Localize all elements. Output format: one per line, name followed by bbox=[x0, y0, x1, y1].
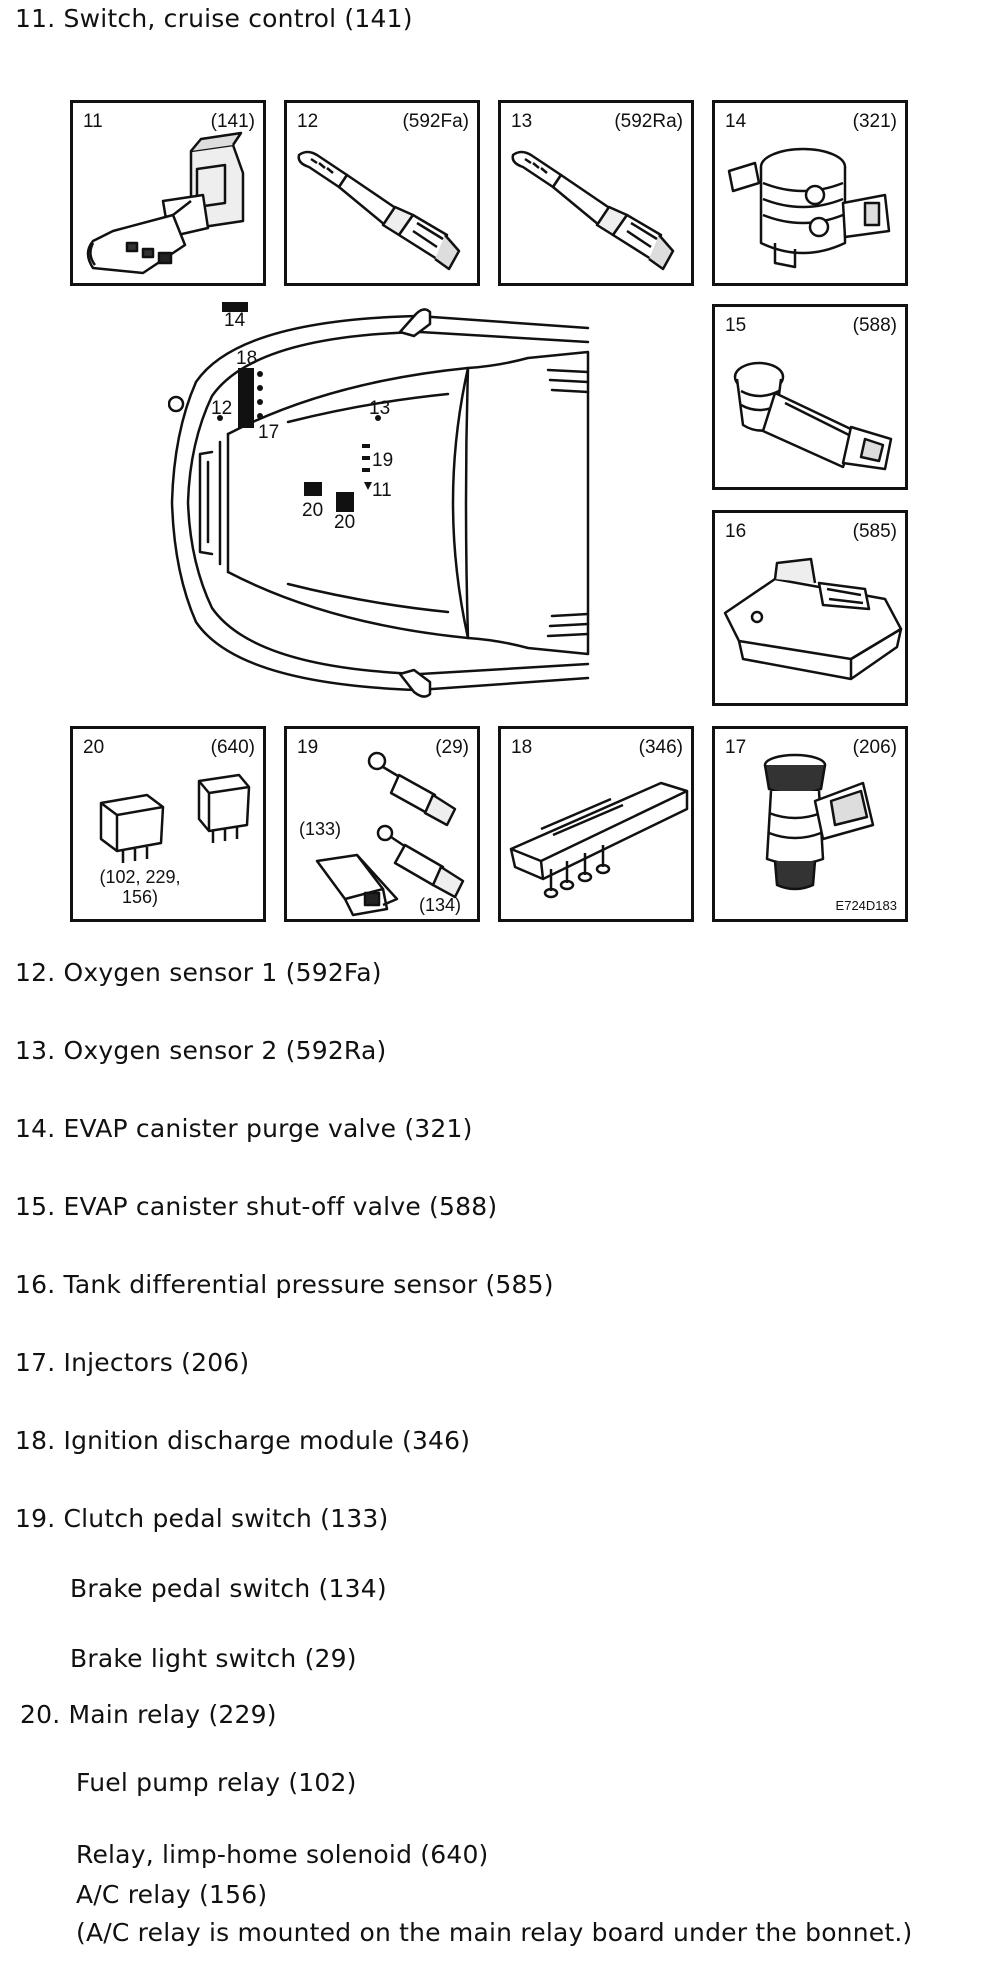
panel-16-pressure-sensor: 16 (585) bbox=[712, 510, 908, 706]
pressure-sensor-illustration bbox=[723, 557, 903, 681]
panel-11-cruise-switch: 11 (141) bbox=[70, 100, 266, 286]
panel-number: 19 bbox=[297, 737, 319, 758]
legend-note: (A/C relay is mounted on the main relay … bbox=[76, 1918, 913, 1947]
panel-number: 13 bbox=[511, 111, 533, 132]
map-label-14: 14 bbox=[224, 310, 246, 331]
cruise-switch-illustration bbox=[86, 131, 245, 275]
map-label-19: 19 bbox=[372, 450, 394, 471]
marker-dot bbox=[257, 399, 263, 405]
panel-code: (585) bbox=[852, 521, 897, 542]
car-location-diagram bbox=[168, 302, 590, 698]
panel-number: 14 bbox=[725, 111, 747, 132]
marker-20-b bbox=[336, 492, 354, 512]
panel-code: (592Fa) bbox=[402, 111, 469, 132]
figure-reference: E724D183 bbox=[835, 898, 897, 913]
marker-20-a bbox=[304, 482, 322, 496]
oxygen-sensor-illustration bbox=[511, 150, 675, 271]
legend-item-20d: A/C relay (156) bbox=[76, 1880, 268, 1909]
marker-11 bbox=[364, 482, 372, 490]
brake-switch-code: (134) bbox=[419, 895, 462, 915]
legend-item-16: 16. Tank differential pressure sensor (5… bbox=[15, 1270, 554, 1299]
marker-dot bbox=[257, 385, 263, 391]
panel-number: 20 bbox=[83, 737, 105, 758]
marker-19 bbox=[362, 468, 370, 472]
marker-13 bbox=[375, 415, 381, 421]
relay-illustration bbox=[99, 773, 251, 863]
panel-12-oxygen-sensor-1: 12 (592Fa) bbox=[284, 100, 480, 286]
panel-code: (592Ra) bbox=[614, 111, 683, 132]
panel-13-oxygen-sensor-2: 13 (592Ra) bbox=[498, 100, 694, 286]
injector-illustration bbox=[763, 753, 875, 891]
map-label-11: 11 bbox=[372, 480, 392, 501]
heading-item-11: 11. Switch, cruise control (141) bbox=[15, 4, 413, 33]
marker-19 bbox=[362, 444, 370, 448]
panel-18-ignition-module: 18 (346) bbox=[498, 726, 694, 922]
clutch-switch-code: (133) bbox=[299, 819, 342, 839]
legend-item-20c: Relay, limp-home solenoid (640) bbox=[76, 1840, 489, 1869]
panel-code: (141) bbox=[210, 111, 255, 132]
relay-codes-label: (102, 229, 156) bbox=[99, 867, 181, 907]
panel-number: 12 bbox=[297, 111, 319, 132]
map-label-20-a: 20 bbox=[302, 500, 324, 521]
marker-14 bbox=[222, 302, 248, 312]
shut-off-valve-illustration bbox=[733, 361, 893, 471]
panel-20-relays: 20 (640) (102, 229, 156) bbox=[70, 726, 266, 922]
panel-number: 18 bbox=[511, 737, 533, 758]
panel-14-purge-valve: 14 (321) bbox=[712, 100, 908, 286]
marker-dot bbox=[257, 413, 263, 419]
panel-19-pedal-switches: 19 (29) (133) (134) bbox=[284, 726, 480, 922]
purge-valve-illustration bbox=[727, 147, 891, 269]
legend-item-20b: Fuel pump relay (102) bbox=[76, 1768, 357, 1797]
legend-item-19b: Brake pedal switch (134) bbox=[70, 1574, 387, 1603]
marker-12 bbox=[217, 415, 223, 421]
panel-code: (29) bbox=[435, 737, 469, 758]
marker-18-17 bbox=[238, 368, 254, 428]
ignition-module-illustration bbox=[509, 781, 689, 899]
legend-item-12: 12. Oxygen sensor 1 (592Fa) bbox=[15, 958, 382, 987]
panel-code: (346) bbox=[638, 737, 683, 758]
legend-item-13: 13. Oxygen sensor 2 (592Ra) bbox=[15, 1036, 387, 1065]
oxygen-sensor-illustration bbox=[297, 150, 461, 271]
panel-code: (321) bbox=[852, 111, 897, 132]
map-label-18: 18 bbox=[236, 348, 258, 369]
legend-item-19: 19. Clutch pedal switch (133) bbox=[15, 1504, 389, 1533]
marker-dot bbox=[257, 371, 263, 377]
map-label-20-b: 20 bbox=[334, 512, 356, 533]
legend-item-17: 17. Injectors (206) bbox=[15, 1348, 250, 1377]
panel-code: (588) bbox=[852, 315, 897, 336]
reference-circle bbox=[168, 395, 185, 413]
map-label-17: 17 bbox=[258, 422, 280, 443]
panel-code: (640) bbox=[210, 737, 255, 758]
legend-item-19c: Brake light switch (29) bbox=[70, 1644, 357, 1673]
legend-item-20: 20. Main relay (229) bbox=[20, 1700, 277, 1729]
legend-item-14: 14. EVAP canister purge valve (321) bbox=[15, 1114, 473, 1143]
panel-code: (206) bbox=[852, 737, 897, 758]
map-label-13: 13 bbox=[369, 398, 391, 419]
map-label-12: 12 bbox=[211, 398, 233, 419]
panel-15-shut-off-valve: 15 (588) bbox=[712, 304, 908, 490]
legend-item-15: 15. EVAP canister shut-off valve (588) bbox=[15, 1192, 498, 1221]
panel-number: 16 bbox=[725, 521, 747, 542]
panel-17-injector: 17 (206) E724D183 bbox=[712, 726, 908, 922]
pedal-switch-illustration bbox=[315, 751, 465, 917]
panel-number: 11 bbox=[83, 111, 103, 132]
legend-item-18: 18. Ignition discharge module (346) bbox=[15, 1426, 471, 1455]
panel-number: 15 bbox=[725, 315, 747, 336]
panel-number: 17 bbox=[725, 737, 747, 758]
marker-19 bbox=[362, 456, 370, 460]
